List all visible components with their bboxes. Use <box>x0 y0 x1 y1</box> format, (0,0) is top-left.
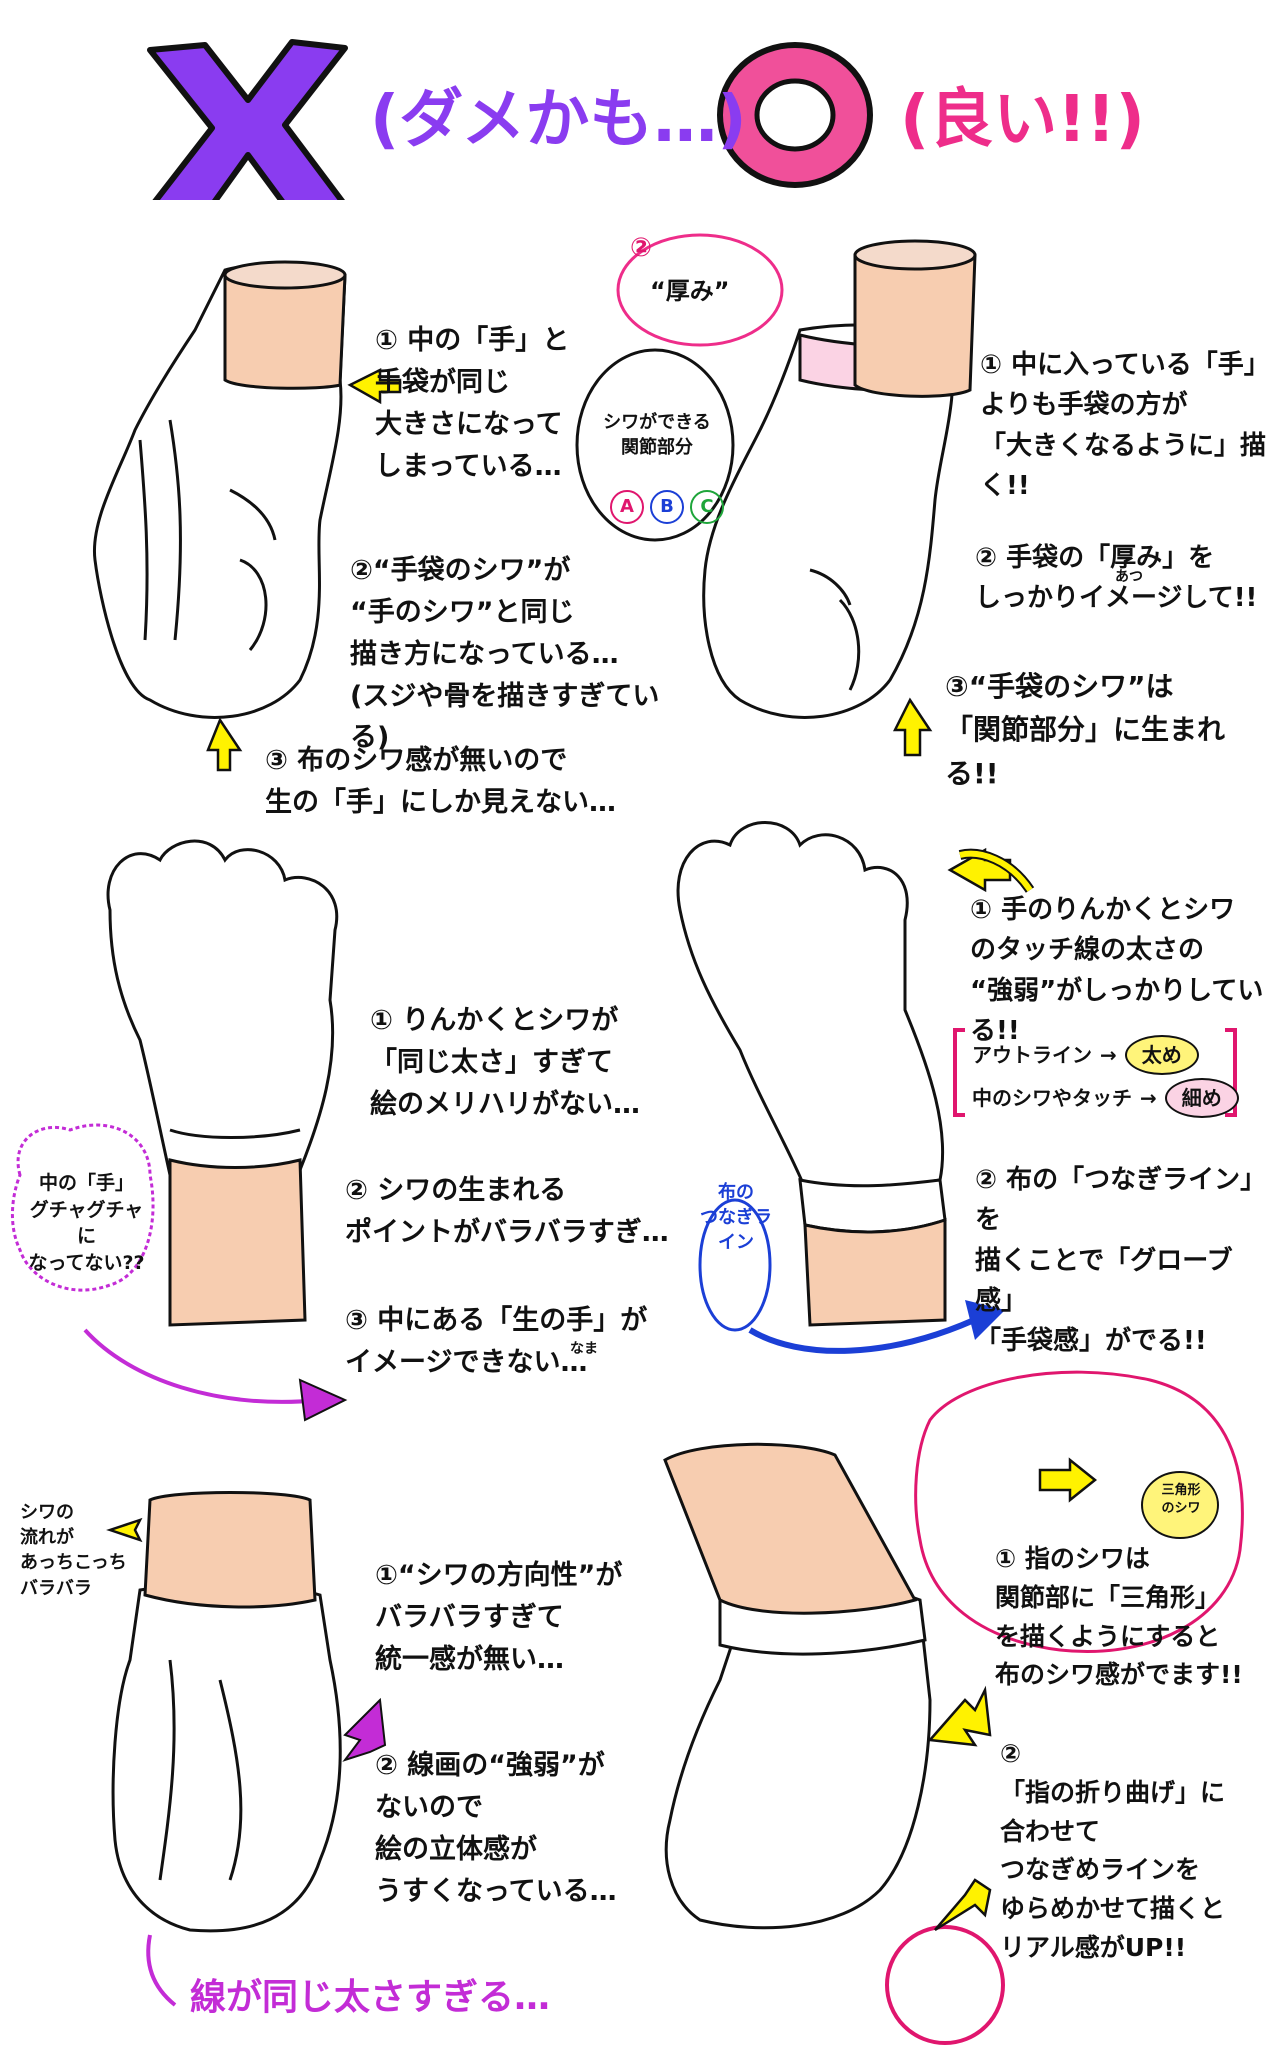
good-note-3-1: ① 指のシワは 関節部に「三角形」 を描くようにすると 布のシワ感がでます!! <box>995 1544 1243 1690</box>
circle-icon <box>717 42 873 188</box>
inner-tag: 細め <box>1164 1078 1239 1118</box>
wrist-illustration-1-good <box>853 239 977 398</box>
glove-illustration-1-bad <box>92 263 347 719</box>
bad-note-1-1: ① 中の「手」と 手袋が同じ 大きさになって しまっている… <box>375 325 570 482</box>
joint-label-b: B <box>650 490 684 524</box>
wrist-illustration-1-bad <box>223 260 347 390</box>
purple-curve-arrow <box>83 1328 348 1422</box>
inner-row: 中のシワやタッチ → 細め <box>972 1078 1239 1118</box>
bad-note-3-2: ② 線画の“強弱”が ないので 絵の立体感が うすくなっている… <box>375 1750 617 1907</box>
arrow-right-icon: → <box>1100 1043 1117 1067</box>
glove-illustration-2-bad <box>106 839 339 1177</box>
wrist-illustration-3-bad <box>143 1491 317 1609</box>
bad-note-2-2: ② シワの生まれる ポイントがバラバラすぎ… <box>345 1175 669 1248</box>
step-marker: ② <box>630 233 653 263</box>
side-label-2-good: 布の つなぎライン <box>700 1182 772 1254</box>
header-marks <box>147 39 873 200</box>
bad-note-2-1: ① りんかくとシワが 「同じ太さ」すぎて 絵のメリハリがない… <box>370 1005 640 1120</box>
joint-bubble-text: シワができる 関節部分 <box>603 412 711 459</box>
bad-note-3-1: ①“シワの方向性”が バラバラすぎて 統一感が無い… <box>375 1560 623 1675</box>
cross-icon <box>147 39 348 200</box>
good-note-2-1: ① 手のりんかくとシワ のタッチ線の太さの “強弱”がしっかりしている!! <box>970 895 1264 1046</box>
inner-label: 中のシワやタッチ <box>972 1086 1132 1110</box>
side-note-3-bad: シワの 流れが あっちこっち バラバラ <box>20 1502 127 1599</box>
footer-bracket-line <box>146 1934 177 2007</box>
bad-note-1-3: ③ 布のシワ感が無いので 生の「手」にしか見えない… <box>265 745 616 818</box>
arrow-right-icon: → <box>1140 1086 1157 1110</box>
wrist-illustration-2-bad <box>168 1158 307 1327</box>
joint-labels: A B C <box>610 490 724 524</box>
bad-header-label: (ダメかも…) <box>370 83 747 157</box>
good-note-1-2-ruby: あつ <box>1115 569 1143 585</box>
joint-label-a: A <box>610 490 644 524</box>
good-note-1-2: ② 手袋の「厚み」を しっかりイメージして!! <box>975 543 1258 614</box>
wrist-illustration-2-good <box>803 1217 947 1327</box>
thickness-bubble: “厚み” <box>650 277 730 305</box>
footer-note-3-bad: 線が同じ太さすぎる… <box>190 1977 551 2018</box>
good-note-1-3: ③“手袋のシワ”は 「関節部分」に生まれる!! <box>945 670 1226 790</box>
glove-illustration-3-good <box>664 1586 932 1930</box>
bad-note-2-3-ruby: なま <box>570 1341 598 1357</box>
glove-illustration-2-good <box>676 821 947 1234</box>
wrist-illustration-3-good <box>663 1442 918 1615</box>
outline-label: アウトライン <box>972 1043 1092 1067</box>
outline-tag: 太め <box>1124 1035 1199 1075</box>
good-note-3-2: ② 「指の折り曲げ」に 合わせて つなぎめラインを ゆらめかせて描くと リアル感… <box>1000 1739 1226 1962</box>
outline-row: アウトライン → 太め <box>972 1035 1199 1075</box>
bad-note-2-3: ③ 中にある「生の手」が イメージできない… <box>345 1305 648 1378</box>
triangle-bubble: 三角形 のシワ <box>1161 1483 1201 1517</box>
good-header-label: (良い!!) <box>900 83 1145 157</box>
bad-note-1-2: ②“手袋のシワ”が “手のシワ”と同じ 描き方になっている… (スジや骨を描きす… <box>350 555 660 754</box>
yellow-curve-arrow-icon <box>958 848 1035 893</box>
glove-illustration-3-bad <box>111 1581 342 1933</box>
side-bubble-2-bad: 中の「手」 グチャグチャに なってない?? <box>28 1172 145 1274</box>
glove-illustration-1-good <box>702 323 957 719</box>
joint-label-c: C <box>690 490 724 524</box>
fold-detail-bubble <box>885 1925 1005 2045</box>
good-note-2-2: ② 布の「つなぎライン」を 描くことで「グローブ感」 「手袋感」がでる!! <box>975 1165 1267 1357</box>
good-note-1-1: ① 中に入っている「手」 よりも手袋の方が 「大きくなるように」描く!! <box>980 350 1270 501</box>
